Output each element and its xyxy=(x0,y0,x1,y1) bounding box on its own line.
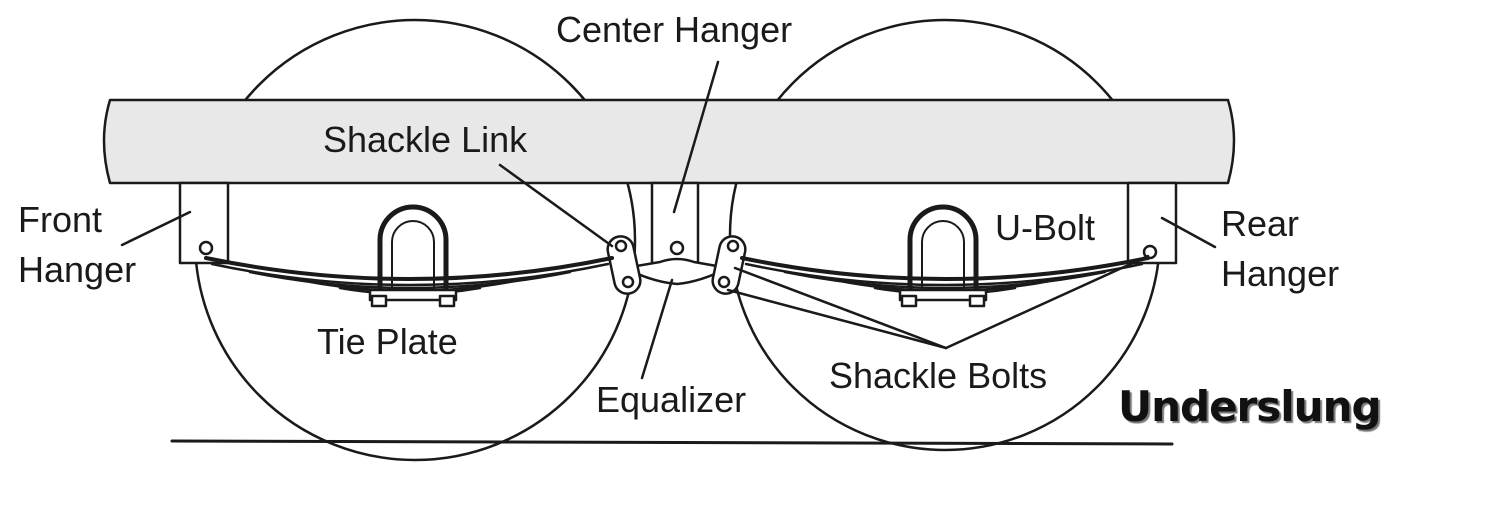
shackle-bolts-label: Shackle Bolts xyxy=(829,355,1048,396)
leader-front-hanger xyxy=(120,210,192,247)
leader-shackle-bolts-a xyxy=(733,266,948,350)
front-hanger-bolt xyxy=(198,240,214,256)
rear-hanger-label-line2: Hanger xyxy=(1221,253,1340,294)
frame-rail xyxy=(102,98,1236,185)
ground-line xyxy=(170,439,1174,446)
leader-equalizer xyxy=(640,278,674,380)
leader-shackle-bolts-c xyxy=(944,254,1150,350)
front-leaf-spring xyxy=(204,256,614,296)
leader-shackle-link xyxy=(498,163,614,248)
leader-rear-hanger xyxy=(1160,216,1217,249)
front-u-bolt xyxy=(368,204,458,308)
front-hanger-label-line2: Hanger xyxy=(18,249,137,290)
tie-plate-label: Tie Plate xyxy=(317,321,458,362)
rear-u-bolt xyxy=(898,204,988,308)
rear-leaf-spring xyxy=(740,256,1150,296)
leader-center-hanger xyxy=(672,60,720,214)
center-hanger-label: Center Hanger xyxy=(556,9,793,50)
leader-shackle-bolts-b xyxy=(726,288,948,350)
front-shackle-bolt-bottom xyxy=(621,275,635,289)
u-bolt-label: U-Bolt xyxy=(995,207,1096,248)
shackle-link-label: Shackle Link xyxy=(323,119,528,160)
equalizer-part xyxy=(623,257,730,286)
rear-shackle-bolt-top xyxy=(726,239,740,253)
center-hanger-bolt xyxy=(669,240,685,256)
rear-hanger-label-line1: Rear xyxy=(1221,203,1300,244)
front-hanger-label-line1: Front xyxy=(18,199,103,240)
front-wheel xyxy=(193,18,637,462)
diagram-title: Underslung xyxy=(1118,382,1382,431)
equalizer-label: Equalizer xyxy=(596,379,747,420)
front-shackle-bolt-top xyxy=(614,239,628,253)
rear-shackle-bolt-bottom xyxy=(717,275,731,289)
